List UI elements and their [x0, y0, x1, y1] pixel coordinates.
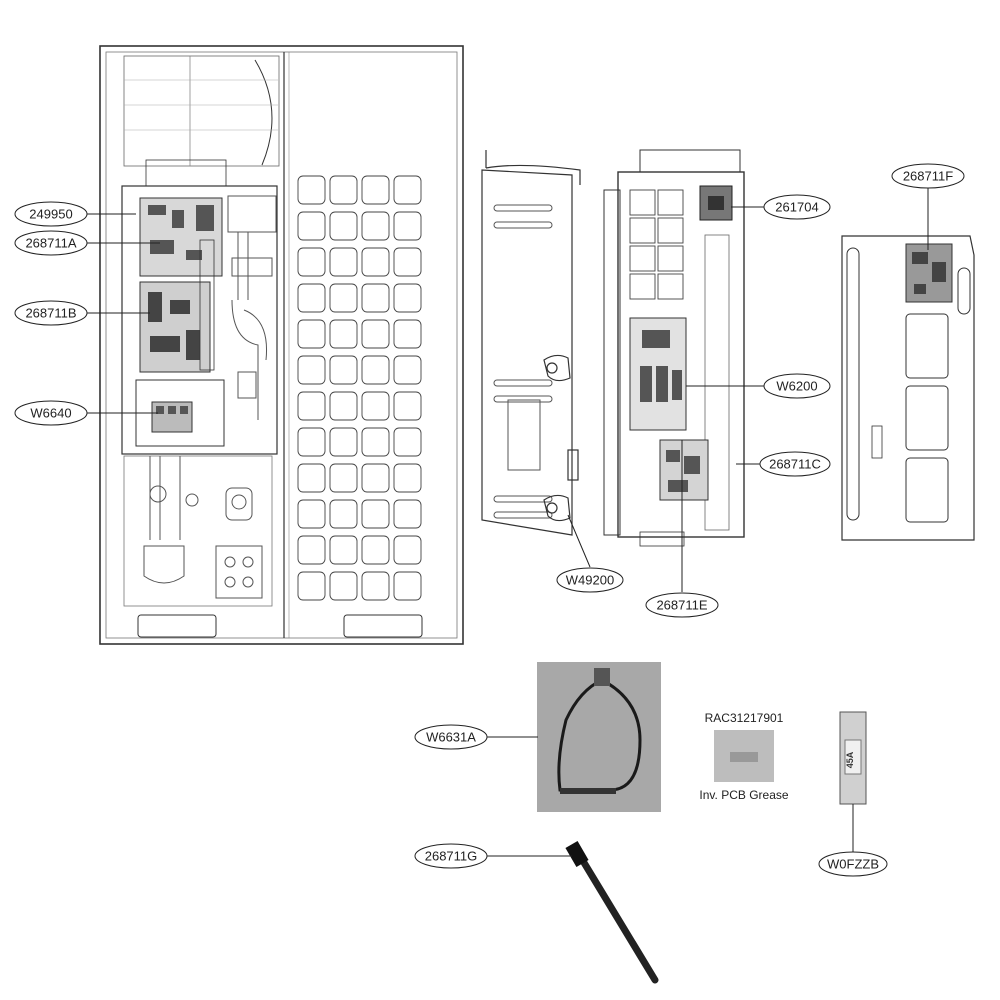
coil-grid: [297, 175, 422, 601]
svg-text:W6631A: W6631A: [426, 730, 476, 745]
callout-268711G: 268711G: [414, 843, 488, 869]
svg-text:W6200: W6200: [776, 379, 817, 394]
svg-text:268711E: 268711E: [656, 598, 707, 613]
callout-W6631A: W6631A: [414, 724, 488, 750]
svg-text:261704: 261704: [775, 200, 818, 215]
callout-W0FZZB: W0FZZB: [818, 851, 888, 877]
pcb-grease-package: [714, 730, 774, 782]
callout-268711E: 268711E: [645, 592, 719, 618]
sensor-photo: [537, 662, 661, 812]
callout-268711B: 268711B: [14, 300, 88, 326]
svg-text:268711G: 268711G: [425, 849, 478, 864]
hinge-bracket: [543, 354, 571, 522]
svg-text:268711B: 268711B: [25, 306, 76, 321]
svg-text:W49200: W49200: [566, 573, 614, 588]
callout-W6200: W6200: [763, 373, 831, 399]
svg-text:268711A: 268711A: [25, 236, 76, 251]
callout-268711F: 268711F: [891, 163, 965, 189]
leader-lines: [86, 188, 929, 857]
fuse-rating-label: 45A: [845, 751, 855, 768]
callout-261704: 261704: [763, 194, 831, 220]
outdoor-unit-front-view: [99, 45, 464, 645]
inverter-panel-view: [841, 235, 975, 541]
svg-text:249950: 249950: [29, 207, 72, 222]
fuse-component: [839, 711, 867, 805]
svg-text:268711C: 268711C: [769, 457, 821, 472]
svg-text:268711F: 268711F: [903, 169, 953, 184]
svg-text:W6640: W6640: [30, 406, 71, 421]
svg-text:W0FZZB: W0FZZB: [827, 857, 879, 872]
grease-caption: Inv. PCB Grease: [699, 788, 788, 802]
grease-part-number: RAC31217901: [705, 711, 784, 725]
callout-268711A: 268711A: [14, 230, 88, 256]
sensor-probe: [565, 840, 659, 984]
control-box-view: [603, 149, 745, 547]
callout-W49200: W49200: [556, 567, 624, 593]
callout-249950: 249950: [14, 201, 88, 227]
side-panel-view: [481, 150, 581, 536]
callout-268711C: 268711C: [759, 451, 831, 477]
callout-W6640: W6640: [14, 400, 88, 426]
